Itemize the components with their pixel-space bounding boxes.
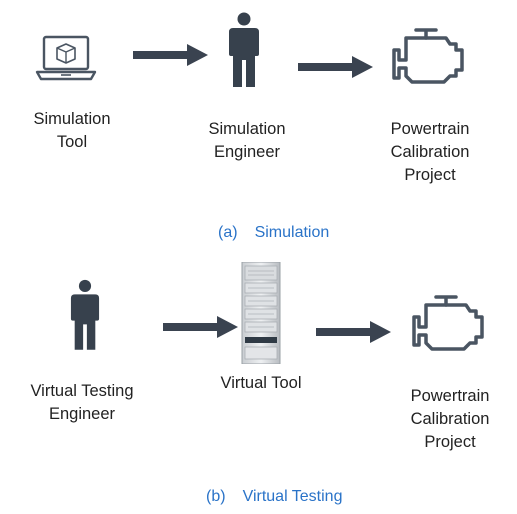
arrow-right <box>316 320 392 344</box>
engine-icon <box>412 291 484 353</box>
figure-caption: (a) Simulation <box>218 224 329 242</box>
caption-text: Simulation <box>254 224 330 241</box>
person-icon <box>228 12 260 88</box>
node-label: Simulation Engineer <box>208 120 286 161</box>
arrow-right <box>133 43 209 67</box>
node-label: Virtual Testing Engineer <box>30 382 134 423</box>
caption-letter: (a) <box>218 224 238 241</box>
server-rack-icon <box>241 262 281 364</box>
caption-text: Virtual Testing <box>242 488 343 505</box>
node-label: Powertrain Calibration Project <box>410 387 490 451</box>
laptop-icon <box>35 34 97 82</box>
arrow-right <box>163 315 239 339</box>
engine-icon <box>392 24 464 86</box>
caption-letter: (b) <box>206 488 226 505</box>
node-label: Simulation Tool <box>33 110 111 151</box>
node-label: Virtual Tool <box>220 374 302 392</box>
person-icon <box>70 278 100 352</box>
node-label: Powertrain Calibration Project <box>390 120 470 184</box>
arrow-right <box>298 55 374 79</box>
figure-caption: (b) Virtual Testing <box>206 488 342 506</box>
